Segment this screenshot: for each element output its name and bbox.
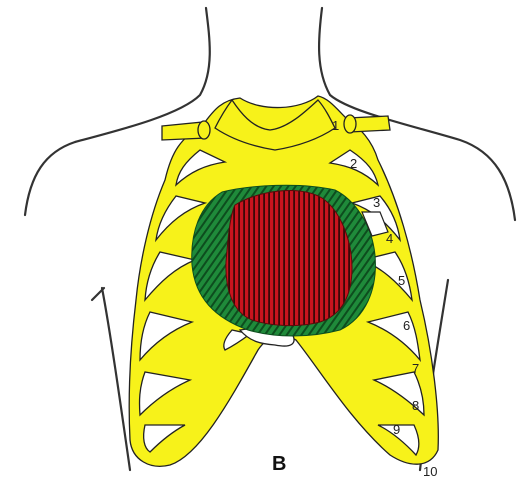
rib-number-2: 2 [350, 156, 357, 171]
rib-number-7: 7 [412, 361, 419, 376]
rib-number-5: 5 [398, 273, 405, 288]
rib-number-4: 4 [386, 231, 393, 246]
rib-number-6: 6 [403, 318, 410, 333]
heart-shadow [192, 185, 376, 336]
left-clavicle-head [198, 121, 210, 139]
rib-number-9: 9 [393, 422, 400, 437]
heart-red-center [226, 191, 352, 326]
right-clavicle-head [344, 115, 356, 133]
rib-number-8: 8 [412, 398, 419, 413]
rib-number-10: 10 [423, 464, 437, 479]
rib-number-3: 3 [373, 195, 380, 210]
rib-number-1: 1 [332, 118, 339, 133]
panel-label: B [272, 453, 286, 475]
left-arm-line [102, 288, 130, 470]
